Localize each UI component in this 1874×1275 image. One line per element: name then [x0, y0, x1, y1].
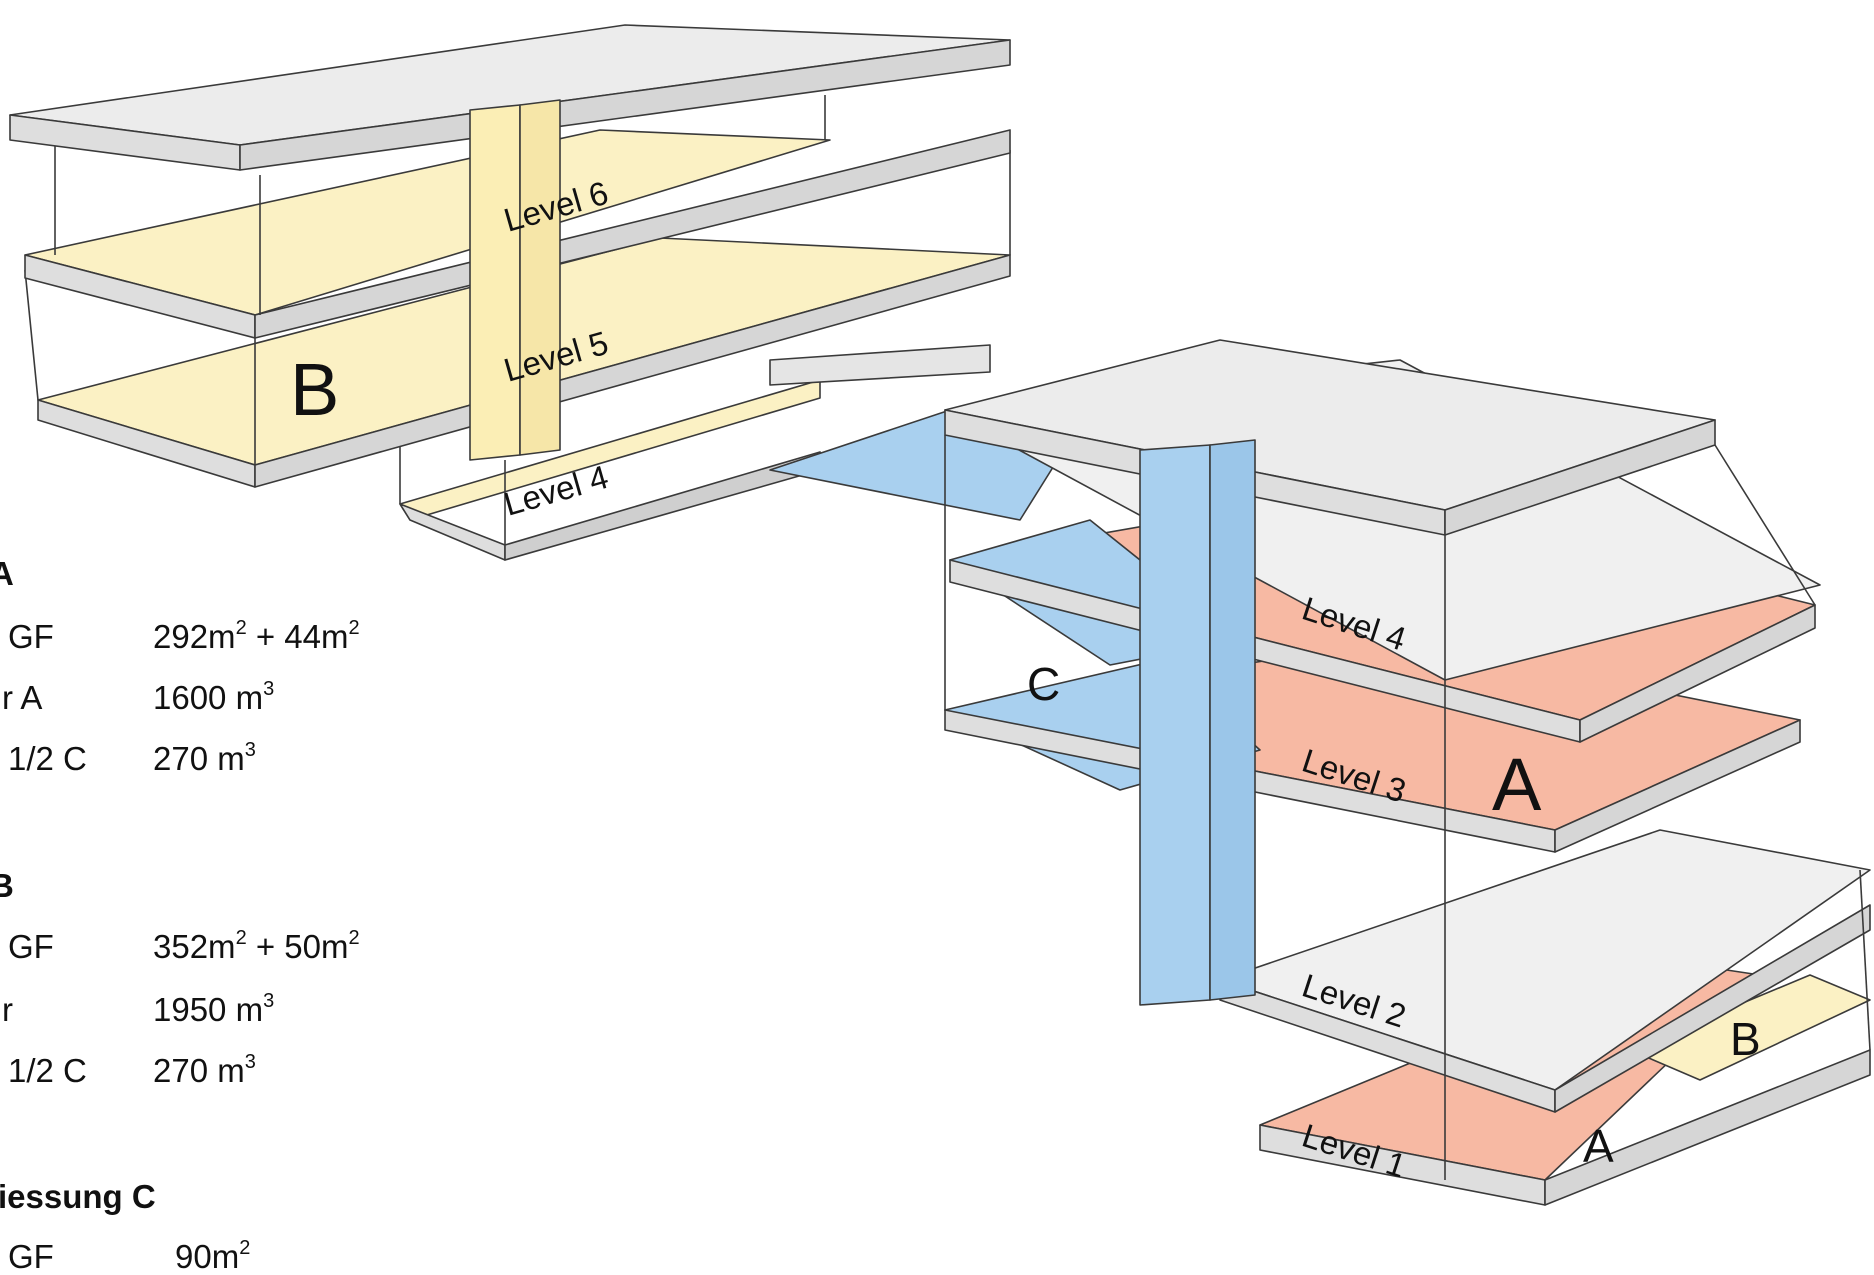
building-a	[769, 339, 1871, 1206]
b-level5-slab-front	[254, 254, 1011, 488]
a-level3-slab-front	[1554, 719, 1801, 853]
a-level2-floor	[1219, 829, 1871, 1091]
zone-label-b-large: B	[290, 348, 339, 431]
a-level1-slab-front	[1544, 1049, 1871, 1206]
b-level4-slab	[399, 503, 506, 561]
b-level6-slab-front	[254, 129, 1011, 339]
building-b	[9, 24, 1011, 561]
zone-label-a-small: A	[1583, 1120, 1614, 1172]
zone-label-a-large: A	[1492, 743, 1542, 826]
c-core	[1139, 444, 1211, 1006]
b-roof-front	[239, 39, 1011, 171]
c-core-side	[1209, 439, 1256, 1001]
zone-label-c: C	[1027, 658, 1060, 710]
a-level4-slab-front	[1579, 604, 1816, 743]
b-core-side	[519, 99, 561, 456]
a-wall	[1714, 444, 1816, 606]
bridge-roof	[769, 344, 991, 386]
a-wall	[1859, 869, 1871, 1051]
a-level2-slab-front	[1554, 904, 1871, 1113]
b-core	[469, 104, 521, 461]
zone-label-b-small: B	[1730, 1013, 1761, 1065]
b-wall	[24, 269, 39, 401]
